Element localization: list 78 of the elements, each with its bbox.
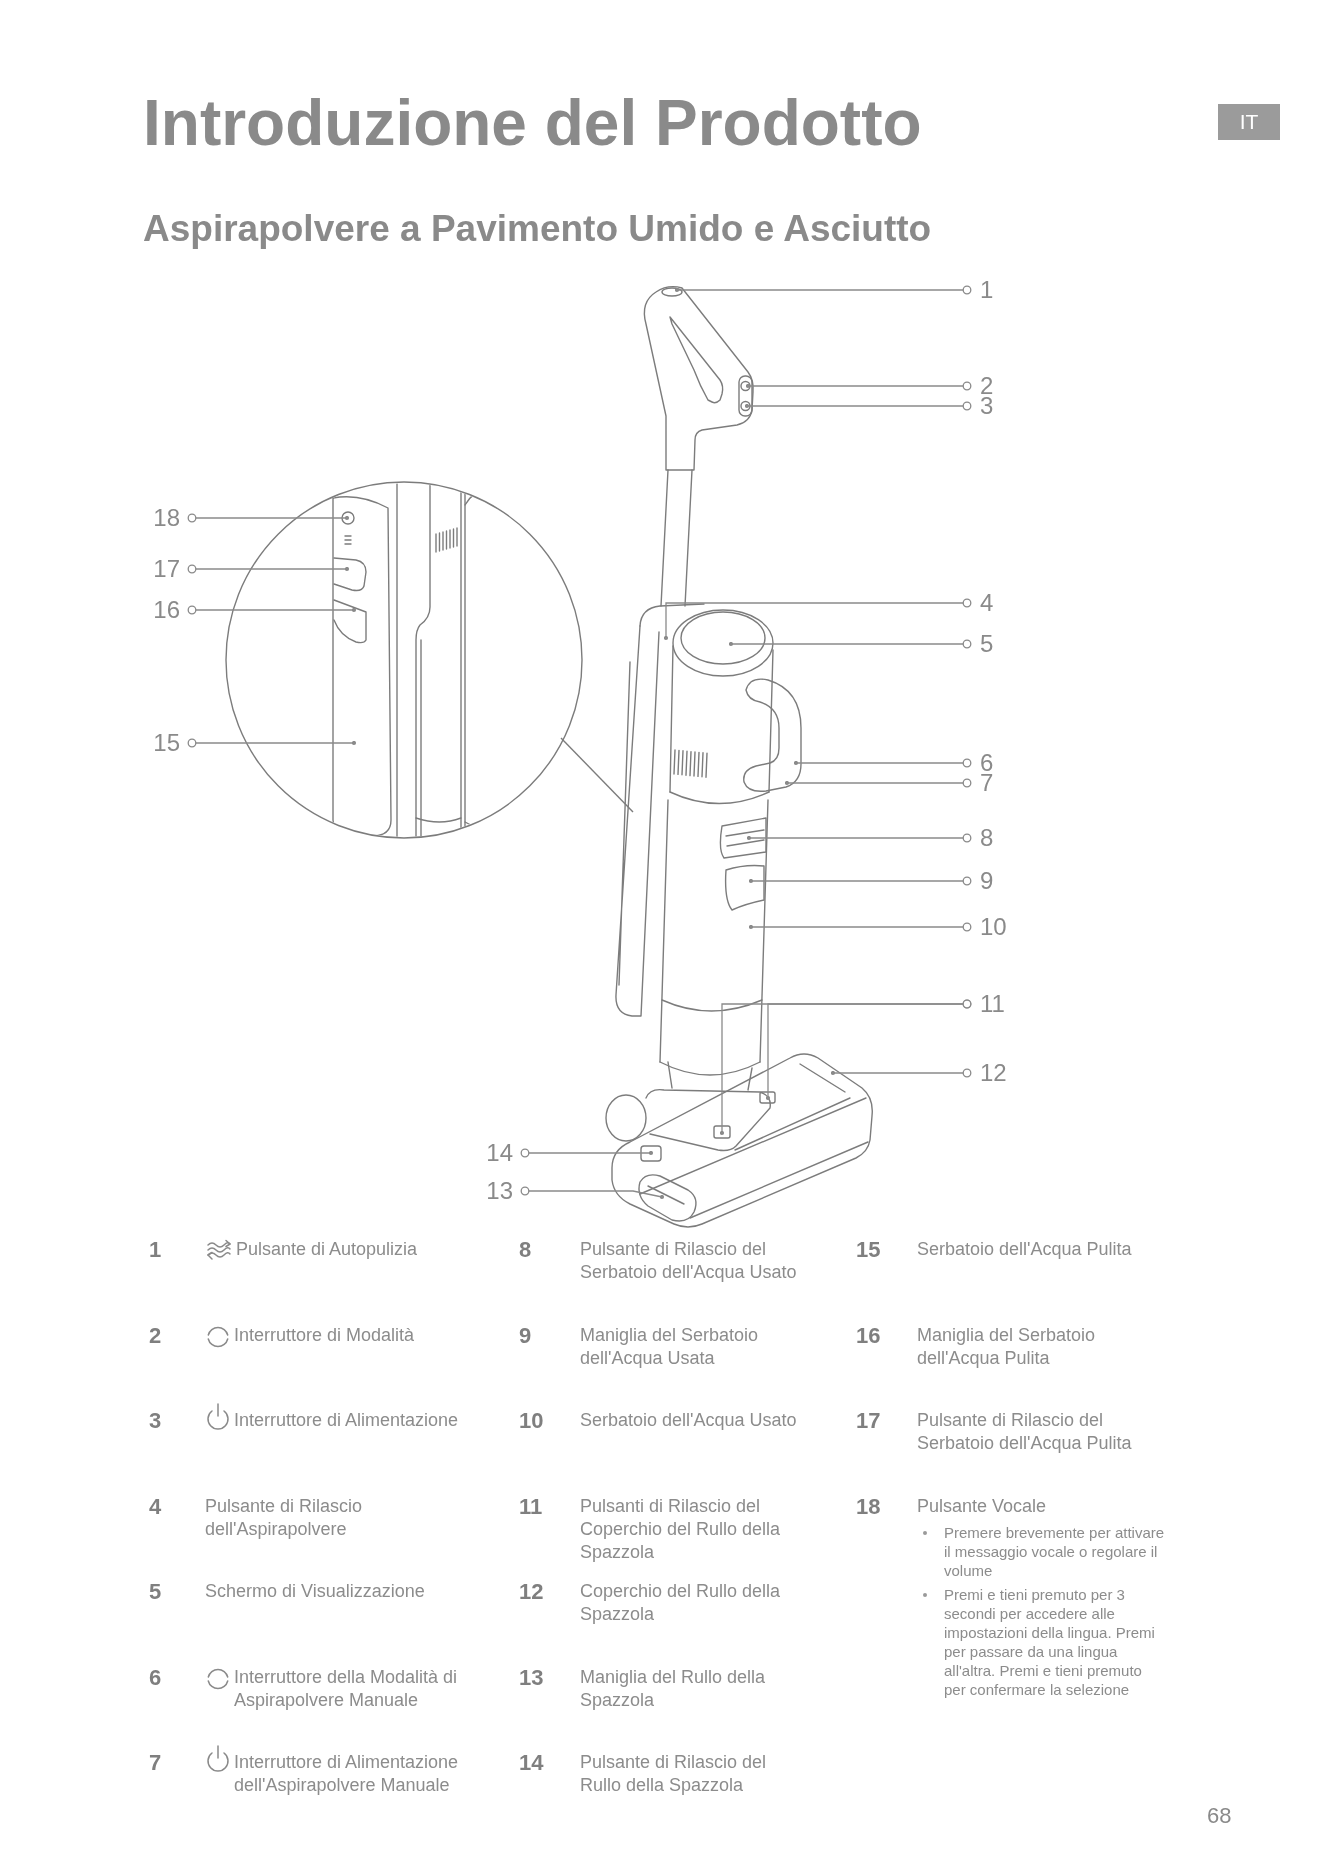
part-name: Pulsante Vocale: [917, 1494, 1047, 1518]
part-name: Interruttore di Alimentazione: [234, 1409, 459, 1432]
leader-line: [765, 999, 972, 1101]
part-number: 11: [519, 1494, 544, 1518]
leader-line: [663, 598, 972, 641]
callout-number: 5: [967, 634, 994, 654]
callout-number: 14: [486, 1143, 525, 1163]
leader-line: [187, 738, 357, 748]
callout-number: 8: [967, 828, 994, 848]
part-name: Schermo di Visualizzazione: [205, 1580, 425, 1603]
leader-line: [793, 758, 972, 768]
callout-number: 4: [967, 593, 994, 613]
part-name: Maniglia del Serbatoio dell'Acqua Pulita: [917, 1323, 1097, 1370]
leader-line: [744, 401, 972, 411]
part-name: Serbatoio dell'Acqua Usato: [580, 1409, 797, 1432]
callout-number: 17: [153, 559, 192, 579]
part-number: 3: [149, 1409, 163, 1432]
callout-number: 13: [486, 1181, 525, 1201]
part-name: Interruttore di Alimentazione dell'Aspirapolvere Manuale: [234, 1751, 460, 1797]
part-number: 7: [149, 1751, 163, 1774]
callout-number: 1: [967, 280, 994, 300]
part-number: 12: [519, 1580, 545, 1603]
part-name: Interruttore di Modalità: [234, 1323, 415, 1347]
leader-line: [728, 639, 972, 649]
callout-number: 15: [153, 733, 192, 753]
callout-number: 16: [153, 600, 192, 620]
part-number: 1: [149, 1238, 163, 1261]
part-number: 4: [149, 1494, 163, 1518]
leader-line: [187, 564, 350, 574]
leader-line: [187, 605, 357, 615]
leader-line: [745, 381, 972, 391]
page-title: Introduzione del Prodotto: [143, 91, 922, 155]
leader-line: [520, 1148, 654, 1158]
part-name: Pulsante di Autopulizia: [236, 1238, 418, 1261]
part-name: Pulsanti di Rilascio del Coperchio del Rullo della Spazzola: [580, 1494, 782, 1564]
part-number: 16: [856, 1323, 882, 1347]
leader-line: [746, 833, 972, 843]
part-number: 10: [519, 1409, 545, 1432]
callout-number: 18: [153, 508, 192, 528]
part-name: Interruttore della Modalità di Aspirapolvere Manuale: [234, 1665, 459, 1712]
part-number: 2: [149, 1323, 163, 1347]
callout-number: 10: [967, 917, 1007, 937]
callout-number: 7: [967, 773, 994, 793]
language-tab: IT: [1218, 104, 1280, 140]
part-name: Pulsante di Rilascio dell'Aspirapolvere: [205, 1494, 364, 1541]
callout-number: 2: [967, 376, 994, 396]
part-name: Coperchio del Rullo della Spazzola: [580, 1580, 782, 1626]
callout-number: 12: [967, 1063, 1007, 1083]
callout-number: 6: [967, 753, 994, 773]
leader-line: [784, 778, 972, 788]
part-number: 9: [519, 1323, 533, 1347]
part-name: Serbatoio dell'Acqua Pulita: [917, 1238, 1132, 1261]
part-number: 5: [149, 1580, 163, 1603]
instruction-text: Premi e tieni premuto per 3 secondi per accedere alle impostazioni della lingua. Premi per passare da una lingua all'altra. Premi e tieni premuto per confermare la selezione: [944, 1584, 1156, 1699]
callout-number: 11: [967, 994, 1005, 1014]
leader-line: [748, 876, 972, 886]
part-number: 8: [519, 1238, 533, 1261]
part-number: 17: [856, 1409, 882, 1432]
part-number: 6: [149, 1665, 163, 1689]
page-number: 68: [1207, 1805, 1232, 1827]
leader-line: [187, 513, 350, 523]
part-name: Pulsante di Rilascio del Serbatoio dell'Acqua Usato: [580, 1238, 798, 1284]
leader-line: [748, 922, 972, 932]
part-name: Maniglia del Rullo della Spazzola: [580, 1665, 767, 1712]
instruction-text: Premere brevemente per attivare il messaggio vocale o regolare il volume: [944, 1522, 1166, 1580]
leader-line: [674, 285, 972, 295]
part-name: Pulsante di Rilascio del Serbatoio dell'Acqua Pulita: [917, 1409, 1133, 1455]
part-number: 18: [856, 1494, 882, 1518]
callout-number: 9: [967, 871, 994, 891]
part-number: 14: [519, 1751, 545, 1774]
leader-line: [830, 1068, 972, 1078]
part-name: Maniglia del Serbatoio dell'Acqua Usata: [580, 1323, 760, 1370]
leader-line: [520, 1186, 665, 1200]
part-number: 13: [519, 1665, 545, 1689]
part-name: Pulsante di Rilascio del Rullo della Spazzola: [580, 1751, 768, 1797]
part-number: 15: [856, 1238, 882, 1261]
callout-number: 3: [967, 396, 994, 416]
section-heading: Aspirapolvere a Pavimento Umido e Asciutto: [143, 209, 932, 248]
